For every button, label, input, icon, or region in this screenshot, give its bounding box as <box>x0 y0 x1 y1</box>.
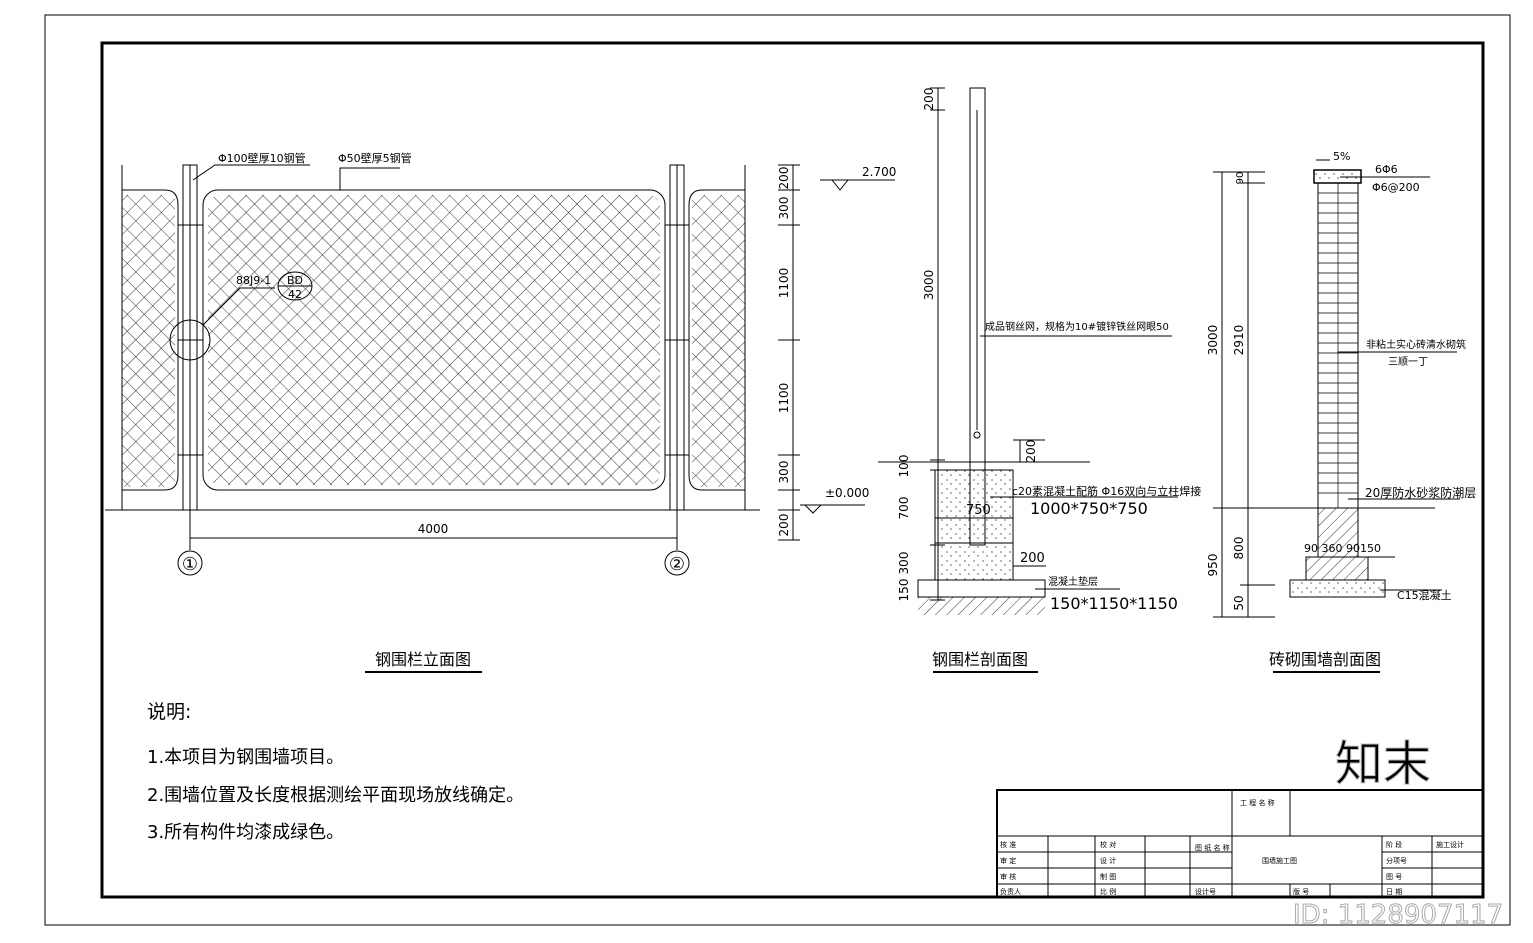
watermark-logo: 知末 <box>1335 736 1431 792</box>
tb-label: 日 期 <box>1386 888 1402 896</box>
mesh-note: 成品钢丝网，规格为10#镀锌铁丝网眼50 <box>985 320 1169 333</box>
detail-bottom: 42 <box>288 288 302 301</box>
dim: 1100 <box>777 383 791 414</box>
footing-size: 1000*750*750 <box>1030 499 1148 518</box>
dim: 200 <box>922 88 936 111</box>
tb-label: 图 纸 名 称 <box>1195 843 1230 852</box>
stage-value: 施工设计 <box>1436 840 1464 849</box>
axis-1: ① <box>182 554 198 575</box>
brick-note-2: 三顺一丁 <box>1388 356 1428 368</box>
dim: 3000 <box>1206 325 1220 356</box>
steel-fence-section: 200 3000 100 700 300 150 成品钢丝网，规格为10#镀锌铁… <box>878 87 1201 673</box>
tb-label: 校 对 <box>1100 840 1116 849</box>
pad-note: 混凝土垫层 <box>1048 575 1098 588</box>
dim: 2910 <box>1232 325 1246 356</box>
elevation-title: 钢围栏立面图 <box>375 650 471 669</box>
base-dims: 90 360 90150 <box>1304 542 1381 555</box>
tb-label: 图 号 <box>1386 873 1402 881</box>
tb-label: 负责人 <box>1000 887 1021 896</box>
dim: 1100 <box>777 268 791 299</box>
dim: 800 <box>1232 537 1246 560</box>
concrete-note: C15混凝土 <box>1397 588 1452 602</box>
dim: 300 <box>777 197 791 220</box>
tb-label: 设计号 <box>1195 887 1216 896</box>
dim: 90 <box>1235 172 1246 185</box>
fence-elevation: ① ② 4000 Φ100壁厚10钢管 Φ50壁厚5钢管 88J9-1 BD 4… <box>105 151 896 673</box>
level-top: 2.700 <box>862 165 896 179</box>
detail-circle <box>169 319 211 361</box>
dim: 3000 <box>922 270 936 301</box>
dpc-note: 20厚防水砂浆防潮层 <box>1365 485 1476 500</box>
tb-label: 版 号 <box>1293 887 1309 896</box>
dim: 200 <box>1024 440 1038 463</box>
brick-section-title: 砖砌围墙剖面图 <box>1269 650 1381 669</box>
tb-label: 审 核 <box>1000 872 1016 881</box>
outer-frame <box>44 14 1511 926</box>
pad-size: 150*1150*1150 <box>1050 594 1178 613</box>
tb-label: 分项号 <box>1386 856 1407 865</box>
tb-label: 设 计 <box>1100 856 1116 865</box>
notes: 说明: 1.本项目为钢围墙项目。 2.围墙位置及长度根据测绘平面现场放线确定。 … <box>147 701 524 843</box>
brick-note: 非粘土实心砖清水砌筑 <box>1366 338 1466 351</box>
steel-section-title: 钢围栏剖面图 <box>932 650 1028 669</box>
notes-heading: 说明: <box>147 701 191 723</box>
brick-wall-section: 3000 950 90 2910 800 50 5% 6Φ6 Φ6@200 非粘… <box>1206 150 1476 673</box>
drawing-name: 围墙施工图 <box>1262 856 1297 865</box>
dim: 750 <box>966 503 991 518</box>
dim: 950 <box>1206 554 1220 577</box>
rebar-1: 6Φ6 <box>1375 163 1398 176</box>
note-item: 1.本项目为钢围墙项目。 <box>147 747 344 768</box>
dim: 50 <box>1232 595 1246 610</box>
tb-label: 审 定 <box>1000 856 1016 865</box>
post-label: Φ100壁厚10钢管 <box>218 151 306 165</box>
note-item: 3.所有构件均漆成绿色。 <box>147 822 344 843</box>
level-ground: ±0.000 <box>825 486 869 500</box>
tb-label: 阶 段 <box>1386 840 1402 849</box>
dim: 200 <box>777 514 791 537</box>
dim: 200 <box>777 167 791 190</box>
rebar-2: Φ6@200 <box>1372 181 1420 194</box>
tb-label: 核 准 <box>1000 840 1016 849</box>
slope: 5% <box>1333 150 1350 163</box>
dim: 300 <box>777 461 791 484</box>
dim: 300 <box>897 552 911 575</box>
project-label: 工 程 名 称 <box>1240 798 1275 807</box>
tb-label: 制 图 <box>1100 872 1116 881</box>
dim: 150 <box>897 579 911 602</box>
detail-top: BD <box>287 274 303 287</box>
rail-label: Φ50壁厚5钢管 <box>338 151 412 165</box>
footing-note: c20素混凝土配筋 Φ16双向与立柱焊接 <box>1012 484 1201 498</box>
dim: 100 <box>897 455 911 478</box>
watermark-id: ID: 1128907117 <box>1293 900 1503 930</box>
dim: 700 <box>897 497 911 520</box>
dim: 200 <box>1020 551 1045 566</box>
title-block: 工 程 名 称 核 准 审 定 审 核 负责人 校 对 设 计 制 图 比 例 … <box>996 789 1484 898</box>
detail-ref: 88J9-1 <box>236 274 271 287</box>
width-dim: 4000 <box>418 522 449 536</box>
inner-frame <box>100 41 1485 899</box>
note-item: 2.围墙位置及长度根据测绘平面现场放线确定。 <box>147 785 524 806</box>
tb-label: 比 例 <box>1100 887 1116 896</box>
axis-2: ② <box>669 554 685 575</box>
